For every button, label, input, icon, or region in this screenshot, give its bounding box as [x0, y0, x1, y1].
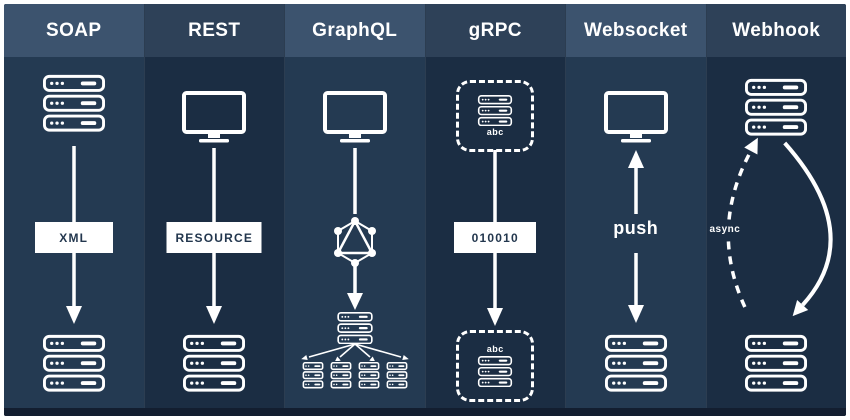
flow-label: XML: [59, 230, 89, 245]
column-header-rest: REST: [144, 4, 284, 57]
flow-label: async: [706, 222, 744, 237]
column-header-graphql: GraphQL: [285, 4, 425, 57]
flow-label-box: XML: [34, 222, 113, 253]
protobuf-label: abc: [486, 127, 504, 137]
arrow-down: [627, 253, 644, 323]
column-header-webhook: Webhook: [706, 4, 846, 57]
server-mini-icon: [302, 361, 323, 389]
server-stack-icon: [605, 334, 667, 392]
column-header-soap: SOAP: [4, 4, 144, 57]
column-header-websocket: Websocket: [566, 4, 706, 57]
flow-label-box: RESOURCE: [166, 222, 262, 253]
footer-strip: [4, 408, 846, 416]
column-websocket: Websocket push: [565, 4, 706, 408]
server-stack-icon: [43, 74, 105, 132]
flow-label: RESOURCE: [175, 230, 254, 245]
server-farm: [302, 361, 407, 389]
dashed-protobuf-box-bottom: abc: [456, 330, 535, 402]
dashed-protobuf-box-top: abc: [456, 80, 535, 152]
columns-row: SOAP XML REST: [4, 4, 846, 408]
column-title: Webhook: [732, 19, 821, 41]
column-webhook: Webhook async: [705, 4, 846, 408]
column-soap: SOAP XML: [4, 4, 144, 408]
column-body-soap: XML: [4, 57, 144, 408]
column-title: GraphQL: [312, 19, 398, 41]
column-title: Websocket: [583, 19, 688, 41]
server-mini-icon: [386, 361, 407, 389]
column-header-grpc: gRPC: [425, 4, 565, 57]
column-body-graphql: [285, 57, 425, 408]
fanout-arrows: [300, 344, 409, 361]
column-title: gRPC: [468, 19, 522, 41]
flow-label: 010010: [471, 230, 519, 245]
graphql-hexagram-icon: [331, 216, 379, 268]
column-body-rest: RESOURCE: [144, 57, 284, 408]
server-stack-icon: [745, 78, 807, 136]
column-body-webhook: async: [706, 57, 846, 408]
column-body-websocket: push: [566, 57, 706, 408]
curved-arrow-solid: [782, 141, 832, 307]
flow-label: push: [613, 218, 659, 238]
arrow-up: [627, 150, 644, 214]
server-stack-icon: [474, 95, 516, 126]
arrow-down: [346, 266, 363, 310]
column-grpc: gRPC abc 010010 abc: [424, 4, 565, 408]
column-graphql: GraphQL: [284, 4, 425, 408]
flow-label-box: 010010: [454, 222, 537, 253]
server-mini-icon: [330, 361, 351, 389]
monitor-icon: [604, 91, 668, 143]
column-rest: REST RESOURCE: [143, 4, 284, 408]
monitor-icon: [323, 91, 387, 143]
column-title: SOAP: [46, 19, 102, 41]
protobuf-label: abc: [486, 344, 504, 354]
server-stack-icon: [337, 312, 373, 344]
server-stack-icon: [745, 334, 807, 392]
column-title: REST: [188, 19, 241, 41]
server-mini-icon: [358, 361, 379, 389]
server-stack-icon: [474, 356, 516, 387]
connector-line: [353, 148, 357, 214]
monitor-icon: [182, 91, 246, 143]
server-stack-icon: [183, 334, 245, 392]
server-stack-icon: [43, 334, 105, 392]
column-body-grpc: abc 010010 abc: [425, 57, 565, 408]
